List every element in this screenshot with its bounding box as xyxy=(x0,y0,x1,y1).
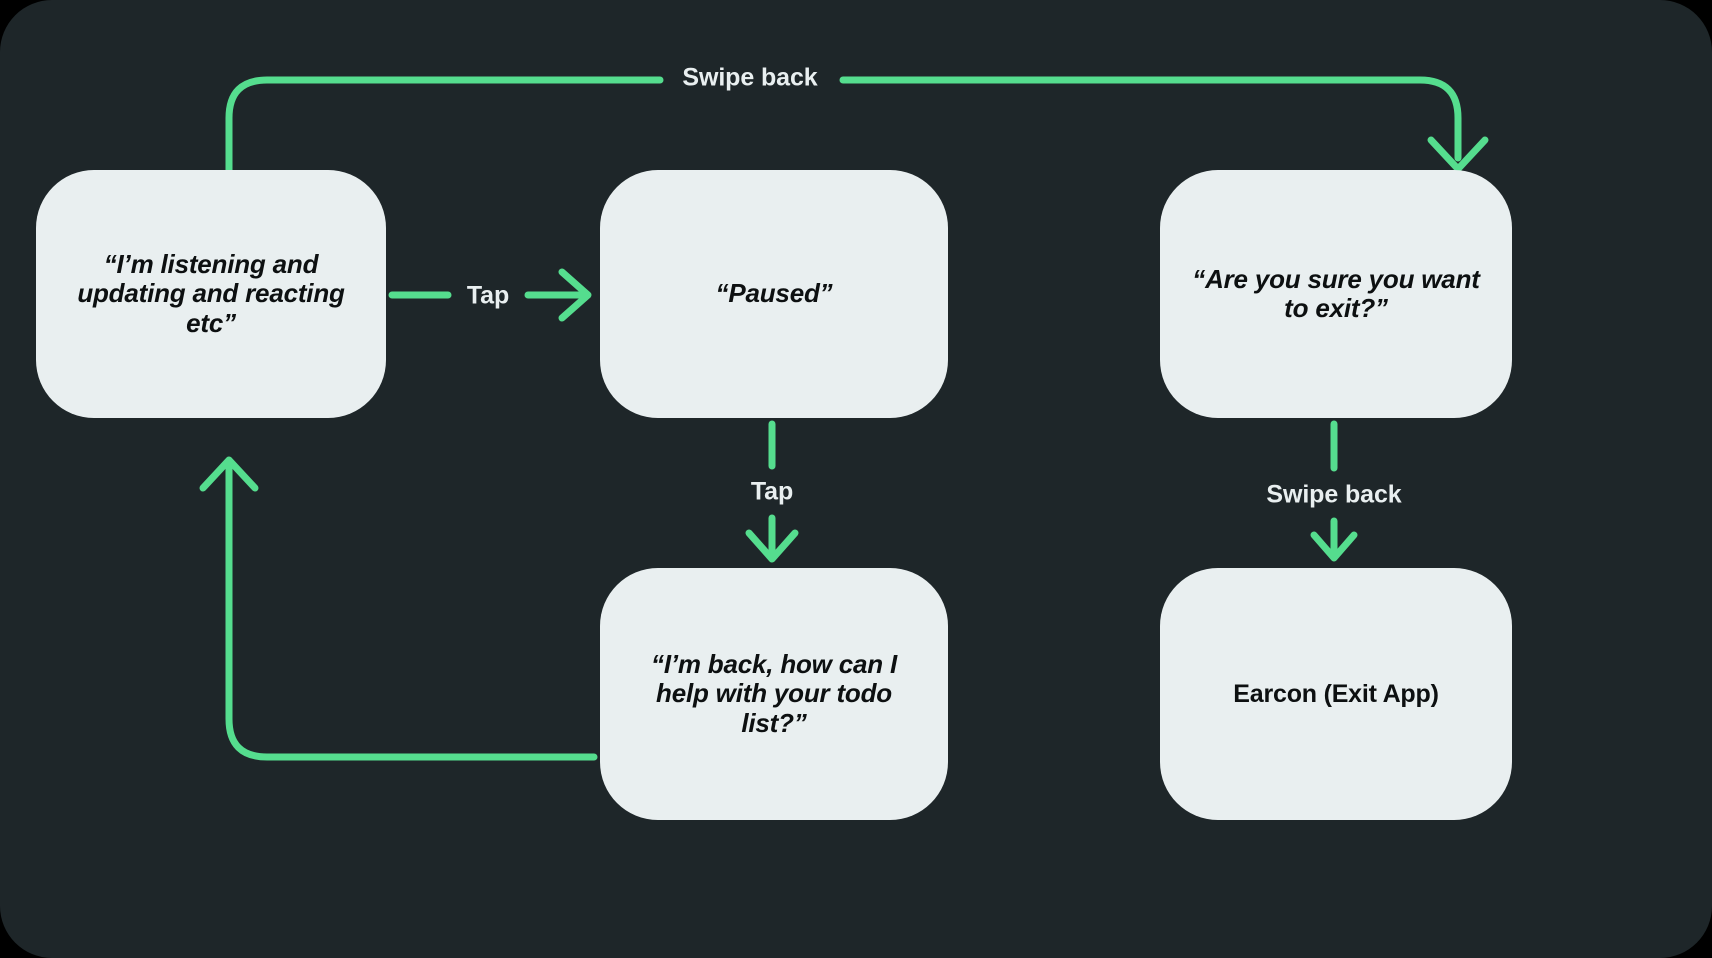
edge-tap-horizontal-arrowhead xyxy=(558,268,592,322)
edge-swipe-back-top-arrowhead xyxy=(1427,136,1489,173)
edge-swipe-back-right-arrowhead xyxy=(1310,531,1358,562)
node-listening-label: “I’m listening and updating and reacting… xyxy=(77,249,345,338)
node-exit-confirmation-label: “Are you sure you want to exit?” xyxy=(1192,263,1480,323)
edge-label-tap-vertical: Tap xyxy=(750,477,794,506)
edge-swipe-back-top-left-segment xyxy=(225,76,664,174)
node-exit-confirmation[interactable]: “Are you sure you want to exit?” xyxy=(1160,170,1512,418)
node-paused-label: “Paused” xyxy=(715,278,833,309)
edge-label-swipe-back-top: Swipe back xyxy=(682,63,818,92)
edge-swipe-back-top-right-segment xyxy=(839,76,1462,162)
edge-return-loop xyxy=(225,458,598,761)
edge-label-swipe-back-right: Swipe back xyxy=(1266,480,1402,509)
node-listening[interactable]: “I’m listening and updating and reacting… xyxy=(36,170,386,418)
edge-label-tap-horizontal: Tap xyxy=(466,281,510,310)
node-paused[interactable]: “Paused” xyxy=(600,170,948,418)
edge-return-loop-arrowhead xyxy=(199,456,259,492)
node-im-back-label: “I’m back, how can I help with your todo… xyxy=(651,649,897,738)
node-earcon-exit-app[interactable]: Earcon (Exit App) xyxy=(1160,568,1512,820)
node-earcon-exit-app-label: Earcon (Exit App) xyxy=(1233,680,1439,708)
node-im-back[interactable]: “I’m back, how can I help with your todo… xyxy=(600,568,948,820)
edge-tap-vertical-arrowhead xyxy=(745,529,799,563)
